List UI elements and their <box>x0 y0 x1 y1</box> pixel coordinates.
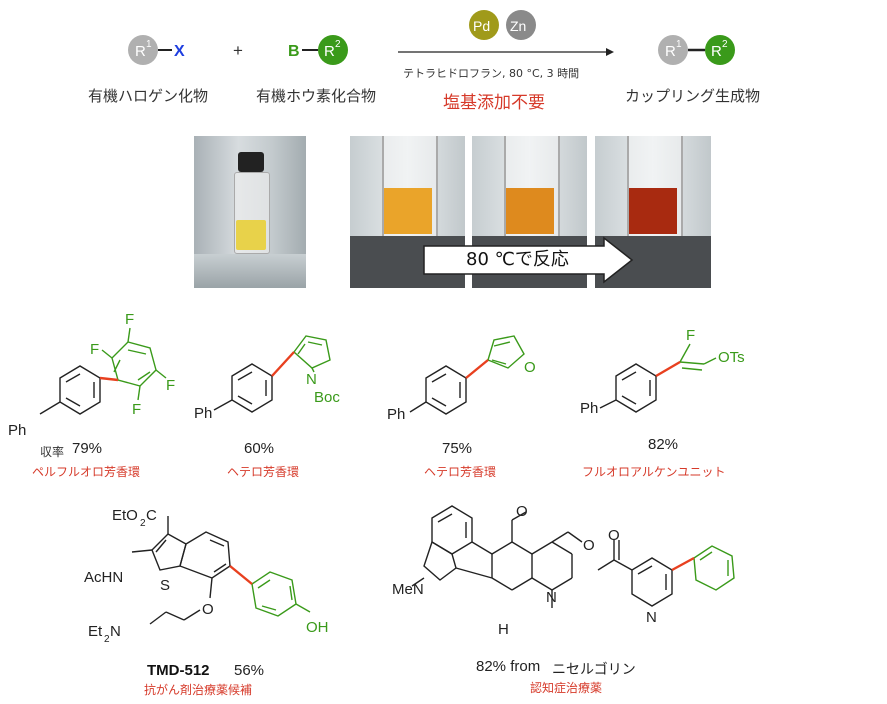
svg-text:F: F <box>90 341 99 358</box>
pd-catalyst-ball: Pd <box>469 10 499 40</box>
heating-arrow <box>423 236 634 284</box>
svg-text:N: N <box>546 589 557 606</box>
svg-text:OTs: OTs <box>718 349 745 366</box>
examples-structures: Ph F F F F Ph N Boc Ph O Ph F OTs <box>8 311 745 439</box>
ex4-yield: 82% <box>648 436 679 453</box>
svg-text:Ph: Ph <box>580 400 598 417</box>
nicergoline-yield: 82% from <box>476 658 541 675</box>
product-r2-ball: R 2 <box>705 35 735 65</box>
benzo-ring <box>179 531 231 579</box>
svg-text:Ph: Ph <box>8 422 26 439</box>
svg-text:N: N <box>306 371 317 388</box>
ex3-coupling-bond <box>465 359 489 379</box>
tmd-name: TMD-512 <box>147 662 210 679</box>
svg-text:2: 2 <box>140 518 146 529</box>
vial-photo <box>194 136 306 288</box>
svg-text:Zn: Zn <box>510 18 526 34</box>
svg-text:2: 2 <box>104 634 110 645</box>
ex3-label: ヘテロ芳香環 <box>424 465 497 479</box>
reaction-scheme: R 1 X + B R 2 Pd Zn R 1 R 2 <box>128 10 735 65</box>
svg-text:Ph: Ph <box>387 406 405 423</box>
tmd-label: 抗がん剤治療薬候補 <box>144 683 253 697</box>
ex2-yield: 60% <box>244 440 275 457</box>
svg-text:1: 1 <box>146 39 152 50</box>
svg-text:1: 1 <box>676 39 682 50</box>
svg-text:R: R <box>711 43 722 60</box>
svg-text:O: O <box>583 537 595 554</box>
bottom-structures: EtO 2 C AcHN S O Et 2 N OH O MeN H N O O… <box>84 503 735 645</box>
ex2-coupling-bond <box>271 351 295 377</box>
ex2-label: ヘテロ芳香環 <box>227 465 300 479</box>
ex1-yield: 79% <box>72 440 103 457</box>
svg-text:F: F <box>166 377 175 394</box>
base-free-note: 塩基添加不要 <box>443 93 545 113</box>
ex3-yield: 75% <box>442 440 473 457</box>
product-r1-ball: R 1 <box>658 35 688 65</box>
halide-label: 有機ハロゲン化物 <box>88 87 209 105</box>
svg-text:R: R <box>665 43 676 60</box>
ex1-yield-prefix: 収率 <box>40 445 65 459</box>
svg-text:H: H <box>498 621 509 638</box>
svg-text:F: F <box>132 401 141 418</box>
svg-text:O: O <box>608 527 620 544</box>
nicergoline-label: 認知症治療薬 <box>530 681 603 695</box>
r2-ball: R 2 <box>318 35 348 65</box>
svg-text:N: N <box>646 609 657 626</box>
halogen-x: X <box>174 43 185 60</box>
svg-text:F: F <box>125 311 134 328</box>
svg-text:MeN: MeN <box>392 581 424 598</box>
svg-text:R: R <box>324 43 335 60</box>
svg-text:Boc: Boc <box>314 389 340 406</box>
svg-text:Ph: Ph <box>194 405 212 422</box>
svg-text:OH: OH <box>306 619 329 636</box>
boron-b: B <box>288 43 300 60</box>
svg-text:2: 2 <box>335 39 341 50</box>
svg-text:Et: Et <box>88 623 103 640</box>
ex4-label: フルオロアルケンユニット <box>582 465 726 479</box>
svg-text:2: 2 <box>722 39 728 50</box>
ex1-coupling-bond <box>99 376 119 382</box>
product-label: カップリング生成物 <box>625 87 761 105</box>
r1-ball: R 1 <box>128 35 158 65</box>
svg-text:N: N <box>110 623 121 640</box>
svg-text:AcHN: AcHN <box>84 569 123 586</box>
plus-sign: + <box>233 41 243 60</box>
nicergoline-source: ニセルゴリン <box>552 662 636 678</box>
conditions-text: テトラヒドロフラン, 80 °C, 3 時間 <box>403 67 580 80</box>
svg-text:O: O <box>524 359 536 376</box>
svg-text:O: O <box>516 503 528 520</box>
tmd-coupling-bond <box>229 565 253 585</box>
svg-text:R: R <box>135 43 146 60</box>
zn-catalyst-ball: Zn <box>506 10 536 40</box>
ex4-coupling-bond <box>655 360 681 378</box>
tmd-yield: 56% <box>234 662 265 679</box>
svg-text:Pd: Pd <box>473 18 490 34</box>
svg-text:O: O <box>202 601 214 618</box>
svg-text:EtO: EtO <box>112 507 138 524</box>
boron-label: 有機ホウ素化合物 <box>256 87 377 105</box>
svg-text:C: C <box>146 507 157 524</box>
reaction-arrow <box>398 48 614 56</box>
svg-text:S: S <box>160 577 170 594</box>
ex1-label: ペルフルオロ芳香環 <box>32 465 141 479</box>
heating-arrow-text: 80 ℃で反応 <box>466 249 569 270</box>
svg-text:F: F <box>686 327 695 344</box>
nicergoline-coupling-bond <box>671 556 695 572</box>
